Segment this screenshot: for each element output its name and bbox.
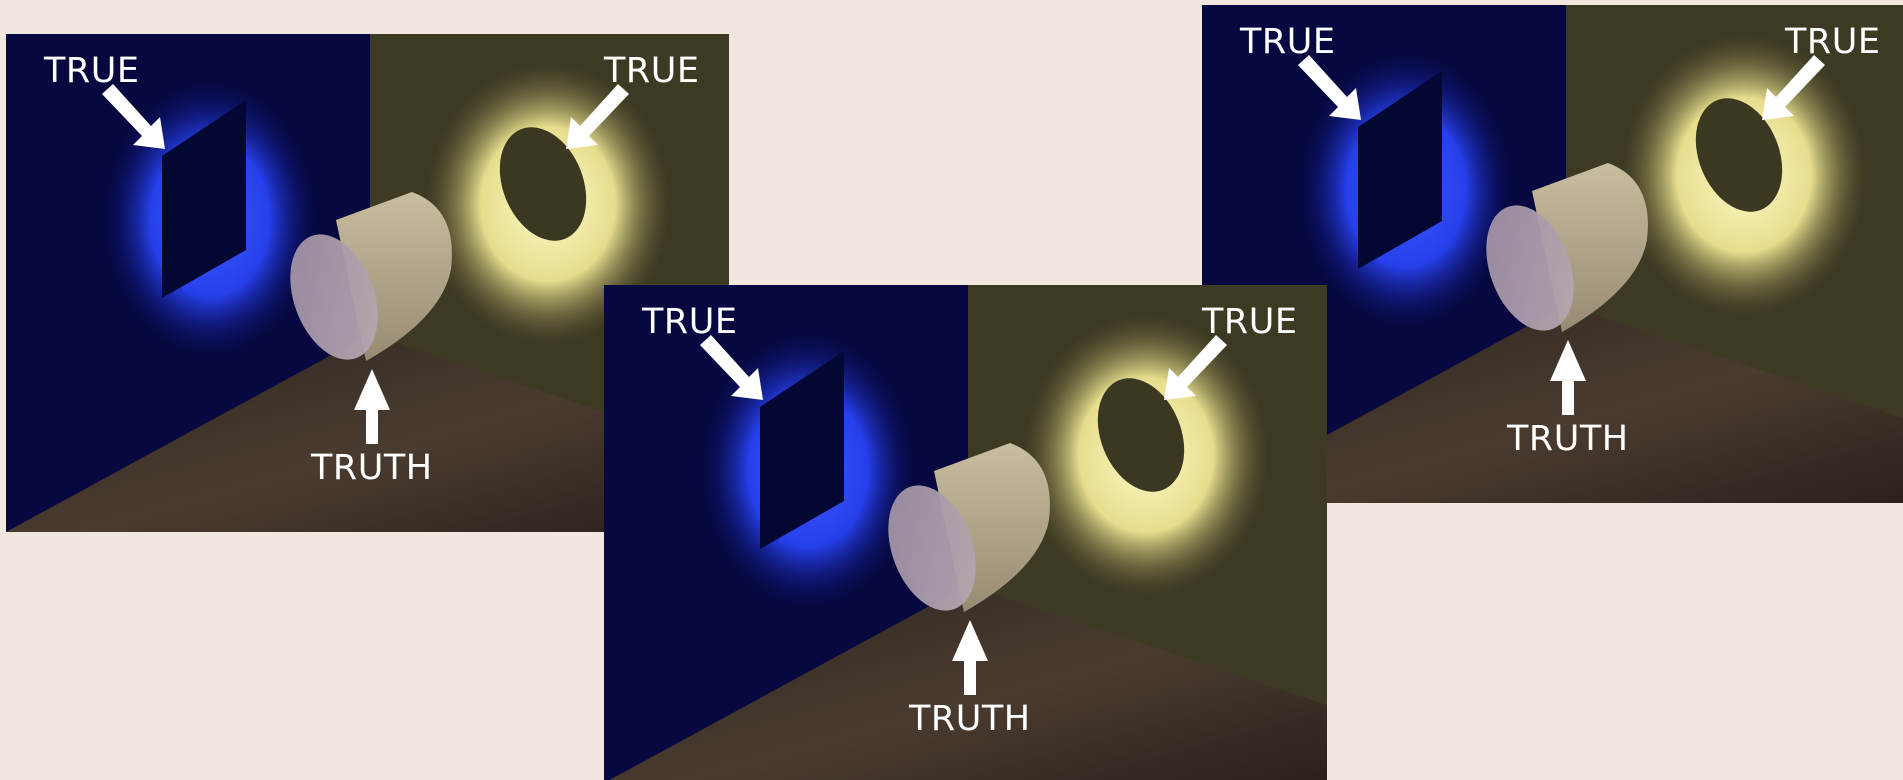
circle-hole-icon [1024,315,1268,595]
scene-panel-2: TRUE TRUE TRUTH [604,285,1327,780]
label-true-left: TRUE [44,54,139,89]
circle-hole-icon [1622,35,1866,315]
label-true-right: TRUE [1785,25,1880,60]
label-truth: TRUTH [909,702,1031,737]
label-true-right: TRUE [604,54,699,89]
label-true-left: TRUE [642,305,737,340]
label-truth: TRUTH [311,451,433,486]
label-truth: TRUTH [1507,422,1629,457]
label-true-right: TRUE [1202,305,1297,340]
label-true-left: TRUE [1240,25,1335,60]
